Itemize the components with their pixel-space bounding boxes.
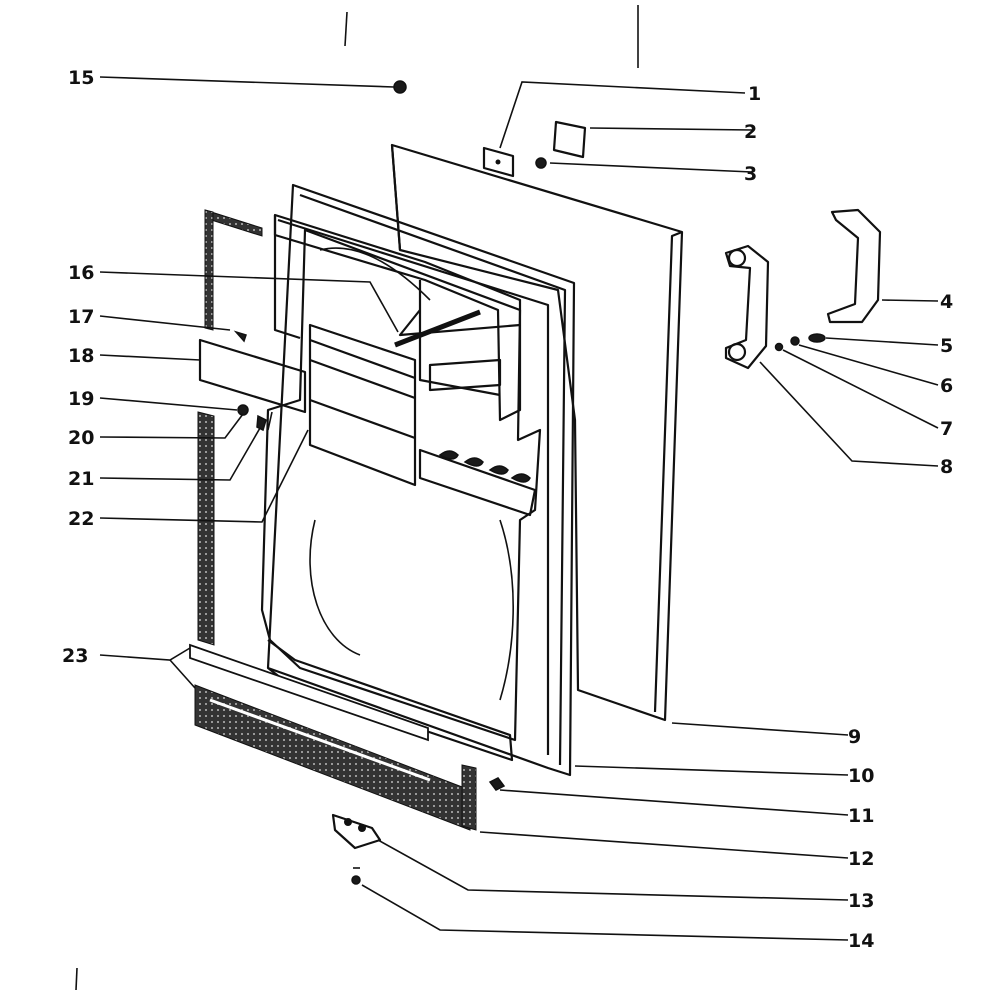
stray-mark [75,967,78,991]
hinge-bracket [331,813,382,850]
callout-labels: 1 2 3 4 5 6 7 8 9 10 11 12 13 14 15 16 1… [62,67,953,952]
washer-7 [774,342,784,352]
handle-small [724,244,770,370]
cover-cap [552,120,587,159]
callout-23: 23 [62,645,88,667]
callout-1: 1 [748,83,761,105]
callout-17: 17 [68,306,94,328]
callout-10: 10 [848,765,874,787]
callout-14: 14 [848,930,874,952]
callout-18: 18 [68,345,94,367]
screw-3 [535,157,547,169]
screw-15 [393,80,407,94]
callout-4: 4 [940,291,953,313]
gasket-left-upper [204,209,214,331]
callout-22: 22 [68,508,94,530]
handle-end-bottom [727,342,747,362]
callout-19: 19 [68,388,94,410]
gasket-bottom [194,684,471,831]
leader-lines [99,76,939,941]
shelf-rod [394,309,481,348]
callout-20: 20 [68,427,94,449]
gasket-groove [209,698,431,782]
handle-large [826,208,882,324]
hinge-plate-hole [495,159,501,165]
stray-mark [344,11,348,47]
part-21 [256,414,267,432]
gasket-left [197,411,215,646]
screw-11 [488,777,506,791]
hinge-bracket-hole [344,818,352,826]
callout-15: 15 [68,67,94,89]
callout-21: 21 [68,468,94,490]
callout-13: 13 [848,890,874,912]
bar-retainer [198,338,307,414]
callout-11: 11 [848,805,874,827]
bottom-strip [189,643,429,742]
callout-16: 16 [68,262,94,284]
washer-6 [790,336,800,346]
hinge-plate [482,146,515,178]
callout-2: 2 [744,121,757,143]
part-22 [267,411,273,431]
part-20 [237,404,249,416]
hinge-bracket-hole [358,824,366,832]
callout-8: 8 [940,456,953,478]
callout-9: 9 [848,726,861,748]
screw-14 [351,875,361,885]
door-liner-frame [260,183,576,777]
handle-end-top [727,248,747,268]
screw-5 [808,333,826,343]
callout-3: 3 [744,163,757,185]
gasket-top [204,209,263,237]
callout-6: 6 [940,375,953,397]
part-17 [233,330,247,343]
callout-12: 12 [848,848,874,870]
callout-5: 5 [940,335,953,357]
gasket-corner [461,764,477,831]
outer-door-panel [390,143,684,722]
callout-7: 7 [940,418,953,440]
